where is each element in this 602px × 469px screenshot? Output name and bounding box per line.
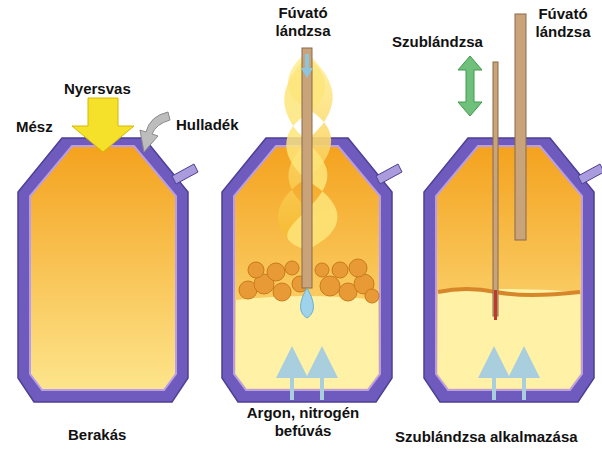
- lance: [515, 14, 526, 240]
- part-label: Szublándzsa: [392, 33, 483, 51]
- hot-metal-arrow: [72, 98, 134, 152]
- scrap-arrow: [140, 112, 170, 152]
- part-label: Nyersvas: [64, 80, 131, 98]
- part-label: Fúvató lándzsa: [528, 5, 598, 41]
- sublance: [493, 62, 498, 316]
- part-label: Mész: [16, 118, 53, 136]
- part-label: Hulladék: [176, 116, 239, 134]
- part-label: Szublándzsa alkalmazása: [395, 428, 578, 446]
- converter-sublance: [424, 14, 602, 402]
- part-label: Berakás: [68, 426, 126, 444]
- motion-arrow: [458, 56, 482, 116]
- converter-blowing: [222, 48, 402, 402]
- part-label: Fúvató lándzsa: [262, 4, 344, 40]
- lance: [302, 48, 312, 288]
- converter-charging: [18, 98, 198, 402]
- part-label: Argon, nitrogén befúvás: [238, 404, 368, 440]
